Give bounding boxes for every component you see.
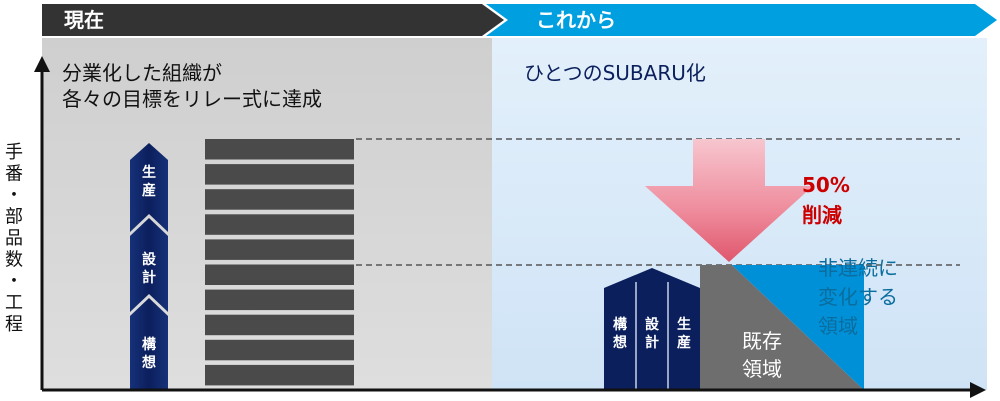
current-header-bar [42,4,504,36]
relay-label-concept: 構 [142,336,156,353]
new-area-line1: 非連続に [818,256,898,280]
new-area-line2: 変化する [818,285,898,309]
process-bar [205,264,354,285]
process-bar [205,314,354,336]
block-label-concept: 想 [612,334,627,351]
y-axis-label: 部 [5,207,23,228]
relay-label-production: 産 [142,182,156,199]
y-axis-label: 工 [5,293,23,314]
current-header-label: 現在 [64,8,104,32]
y-axis-label: ・ [5,271,23,292]
x-axis-arrowhead [970,382,986,398]
process-bar [205,239,354,260]
block-label-production: 産 [677,334,691,351]
relay-label-design: 設 [142,251,157,268]
block-label-design: 計 [645,334,659,351]
relay-stage-production [130,143,168,232]
future-caption: ひとつのSUBARU化 [524,61,706,85]
current-caption-line2: 各々の目標をリレー式に達成 [62,87,322,111]
current-caption-line1: 分業化した組織が [62,61,222,85]
process-bar [205,364,354,386]
relay-label-concept: 想 [141,354,156,371]
relay-label-production: 生 [142,164,156,181]
reduction-value: 50% [802,173,850,197]
existing-area-line2: 領域 [742,357,782,381]
y-axis-label: 程 [5,314,23,335]
existing-area-line1: 既存 [742,329,782,353]
y-axis-label: 手 [5,142,23,163]
process-bar [205,189,354,210]
block-label-production: 生 [677,316,691,333]
process-bar [205,164,354,185]
existing-area-strip [700,265,732,390]
y-axis-label: 数 [5,250,23,271]
future-header-label: これから [536,8,616,32]
block-label-design: 設 [645,316,660,333]
process-bar [205,214,354,235]
y-axis-label: 品 [5,228,23,249]
block-label-concept: 構 [613,316,627,333]
process-bar [205,289,354,311]
integrated-blocks [604,268,700,390]
y-axis-arrowhead [34,56,50,72]
integrated-block-body [604,268,700,390]
relay-stage-concept [130,298,168,390]
relay-stage-design [130,218,168,312]
process-bars [205,139,354,386]
new-area-shape [732,265,864,390]
process-bar [205,339,354,361]
process-bar [205,139,354,160]
future-header-bar [486,4,997,36]
y-axis-label: 番 [5,164,23,185]
reduction-arrow [645,139,813,262]
relay-stage-stack [130,143,168,390]
y-axis-label: ・ [5,185,23,206]
reduction-label: 削減 [802,203,842,227]
new-area-line3: 領域 [818,314,858,338]
relay-label-design: 計 [142,269,156,286]
